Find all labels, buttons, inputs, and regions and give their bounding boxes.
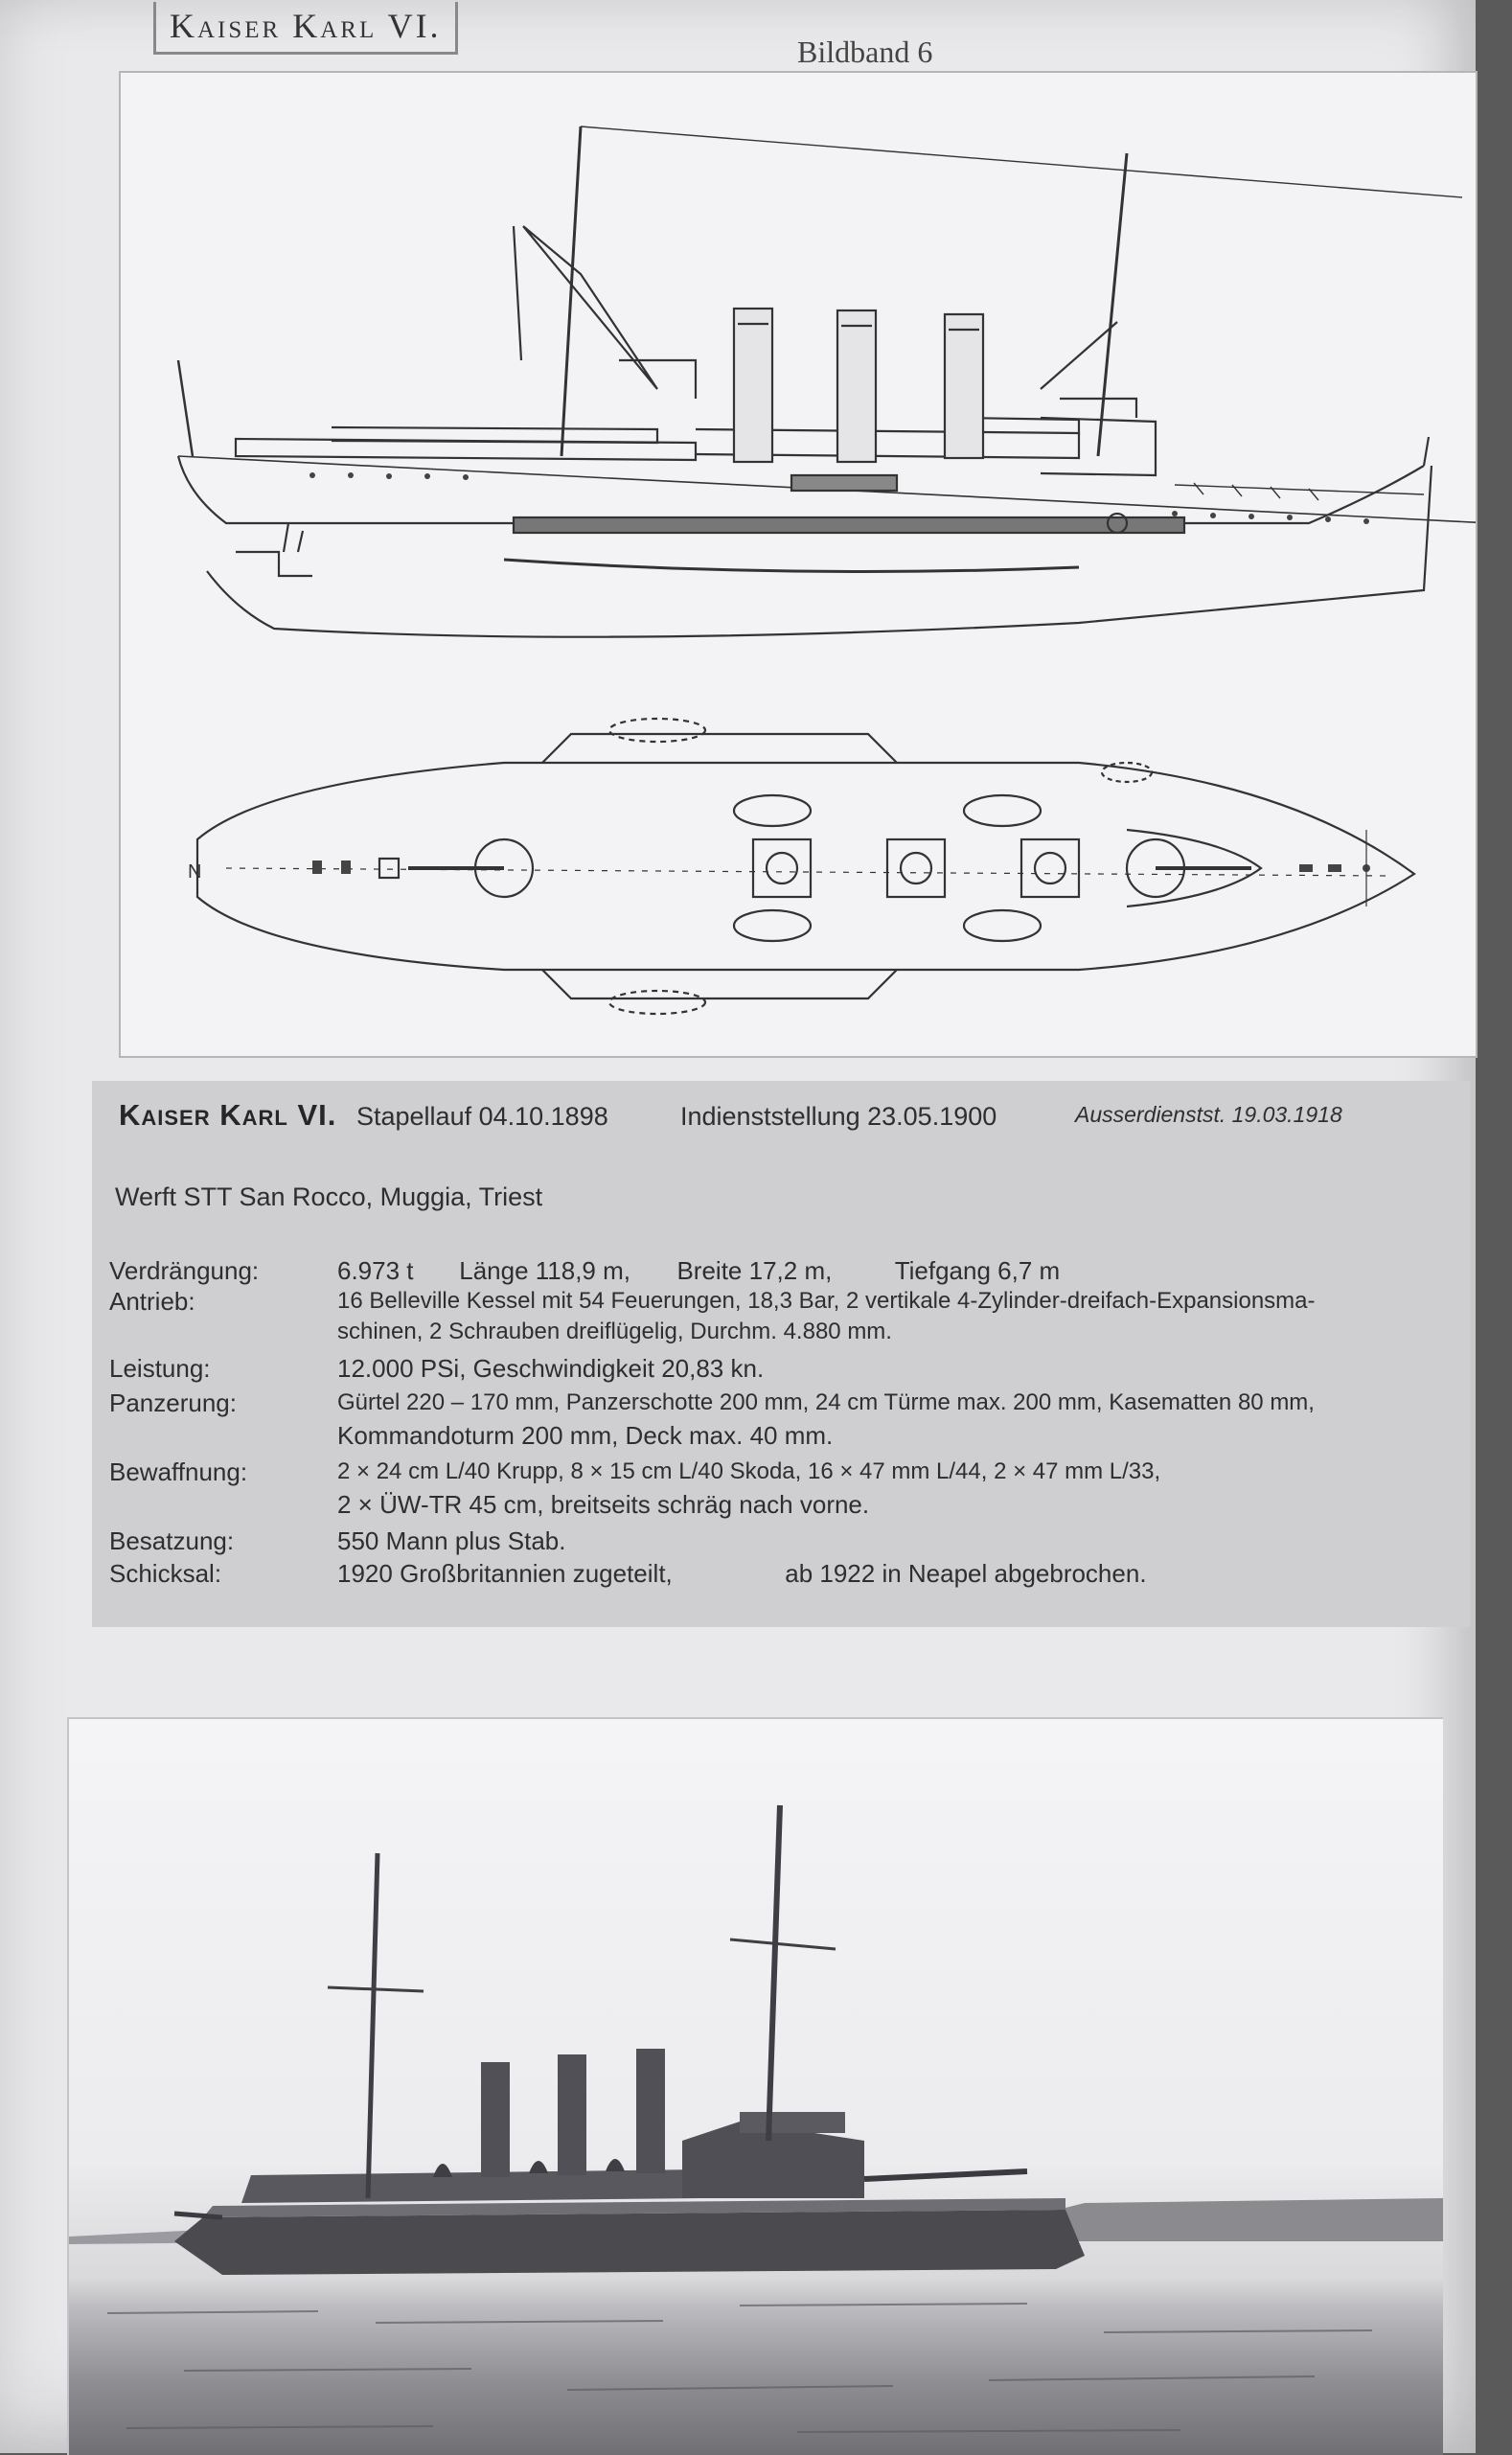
fore-mast <box>766 1804 783 2142</box>
power-value: 12.000 PSi, Geschwindigkeit 20,83 kn. <box>337 1354 765 1383</box>
book-page: Kaiser Karl VI. Bildband 6 <box>0 0 1478 2455</box>
commission-date: Indienststellung 23.05.1900 <box>680 1102 997 1131</box>
aft-mast <box>365 1852 380 2199</box>
funnel-3 <box>636 2049 665 2173</box>
armour-label: Panzerung: <box>109 1388 237 1417</box>
armament-label: Bewaffnung: <box>109 1457 248 1486</box>
armour-line-1: Gürtel 220 – 170 mm, Panzerschotte 200 m… <box>337 1389 1315 1415</box>
ship-plan-drawing: N <box>176 126 1476 1016</box>
bilge-keel <box>503 558 1080 573</box>
forward-bridge <box>682 2122 864 2198</box>
fate-line-1: 1920 Großbritannien zugeteilt, <box>337 1559 673 1588</box>
fate-line-2: ab 1922 in Neapel abgebrochen. <box>785 1559 1147 1588</box>
length-value: Länge 118,9 m, <box>459 1256 630 1285</box>
ship-photograph <box>67 1717 1443 2455</box>
draught-value: Tiefgang 6,7 m <box>894 1256 1061 1285</box>
superstructure <box>241 2169 701 2203</box>
series-label: Bildband 6 <box>797 34 933 69</box>
beam-value: Breite 17,2 m, <box>676 1256 833 1285</box>
armament-line-2: 2 × ÜW-TR 45 cm, breitseits schräg nach … <box>337 1490 870 1519</box>
casemate <box>790 473 899 493</box>
armour-belt <box>512 516 1186 535</box>
running-title: Kaiser Karl VI. <box>153 2 458 55</box>
fore-mast <box>560 126 583 457</box>
distant-shore <box>1027 2198 1443 2241</box>
crew-label: Besatzung: <box>109 1526 235 1555</box>
shipyard: Werft STT San Rocco, Muggia, Triest <box>115 1182 543 1211</box>
armament-line-1: 2 × 24 cm L/40 Krupp, 8 × 15 cm L/40 Sko… <box>337 1458 1161 1484</box>
decommission-date: Ausserdienstst. 19.03.1918 <box>1075 1102 1342 1127</box>
armour-line-2: Kommandoturm 200 mm, Deck max. 40 mm. <box>337 1421 834 1450</box>
power-label: Leistung: <box>109 1354 211 1383</box>
propulsion-line-1: 16 Belleville Kessel mit 54 Feuerungen, … <box>337 1288 1316 1314</box>
main-mast <box>1096 152 1129 457</box>
hull-profile <box>176 455 1425 525</box>
ship-name: Kaiser Karl VI. <box>119 1098 337 1132</box>
funnel-3 <box>943 312 985 460</box>
propulsion-line-2: schinen, 2 Schrauben dreiflügelig, Durch… <box>337 1319 892 1344</box>
displacement-value: 6.973 t <box>337 1256 414 1285</box>
propulsion-label: Antrieb: <box>109 1287 195 1316</box>
technical-data-box: Kaiser Karl VI. Stapellauf 04.10.1898 In… <box>92 1081 1470 1627</box>
funnel-1 <box>481 2062 510 2177</box>
funnel-1 <box>732 307 774 464</box>
funnel-2 <box>558 2054 586 2175</box>
crew-value: 550 Mann plus Stab. <box>337 1526 566 1555</box>
ship-hull <box>174 2210 1085 2275</box>
fate-label: Schicksal: <box>109 1559 222 1588</box>
deck-plan-outline <box>195 761 1416 972</box>
hull-underwater-line <box>206 465 1433 638</box>
funnel-2 <box>836 309 878 464</box>
launch-date: Stapellauf 04.10.1898 <box>356 1102 608 1131</box>
ship-plan-plate: N <box>119 71 1478 1058</box>
bow-label: N <box>188 861 201 883</box>
displacement-label: Verdrängung: <box>109 1256 260 1285</box>
ship-photograph-image <box>69 1804 1443 2433</box>
